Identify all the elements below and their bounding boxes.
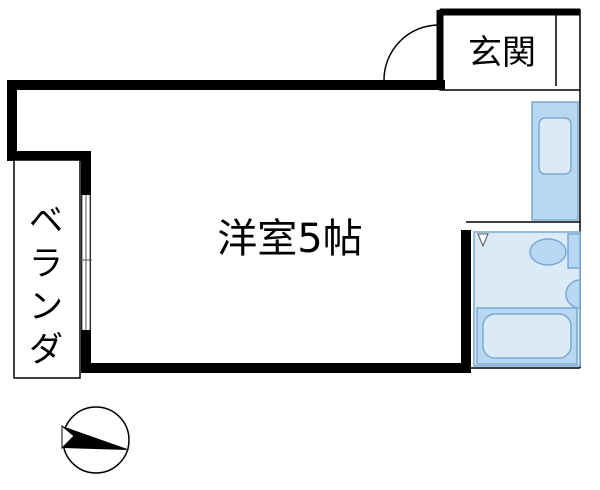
unit-bath <box>473 231 581 367</box>
veranda-char-3: ン <box>29 287 63 327</box>
door-swing-icon <box>383 24 440 88</box>
entrance-label: 玄関 <box>468 33 536 73</box>
western-room-label: 洋室5帖 <box>217 216 362 262</box>
veranda-char-2: ラ <box>29 244 63 284</box>
toilet-icon <box>529 238 567 266</box>
entrance-area: 玄関 <box>436 8 581 91</box>
veranda-area: ベ ラ ン ダ <box>13 159 92 379</box>
north-arrow-icon <box>61 406 130 474</box>
veranda-char-1: ベ <box>29 201 63 241</box>
kitchen-sink <box>531 101 579 221</box>
veranda-char-4: ダ <box>29 330 63 370</box>
